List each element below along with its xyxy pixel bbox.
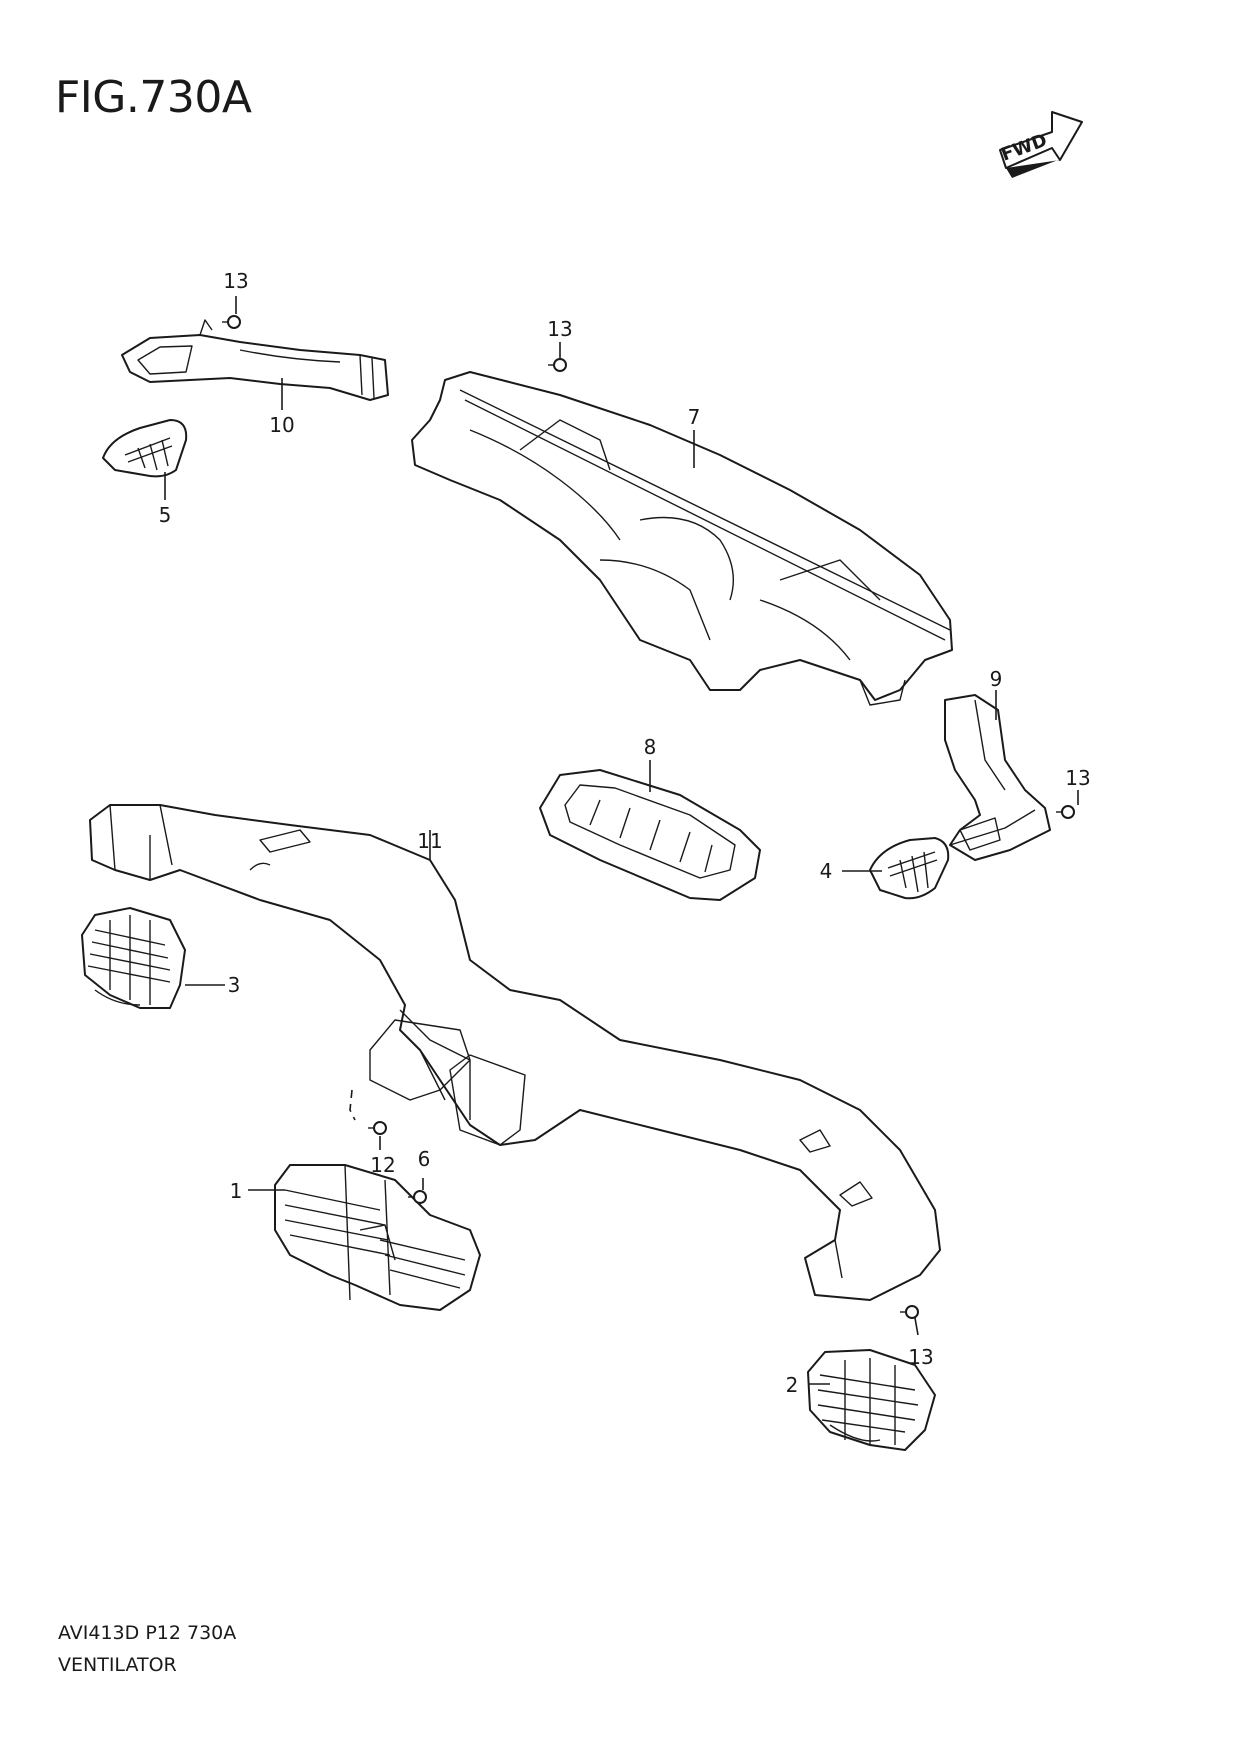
callout-10: 10 (269, 413, 294, 437)
fwd-arrow-icon: FWD (998, 111, 1083, 178)
callout-13-bottom-right: 13 (908, 1345, 933, 1369)
callout-2: 2 (786, 1373, 799, 1397)
part-2-side-vent (807, 1349, 936, 1451)
callout-6: 6 (418, 1147, 431, 1171)
leader-lines (164, 296, 1079, 1385)
dashed-link (349, 1089, 356, 1121)
footer-code: AVI413D P12 730A (58, 1622, 237, 1644)
screw-13a-icon (222, 315, 241, 329)
part-4-side-grille (869, 837, 950, 900)
callout-4: 4 (820, 859, 833, 883)
footer-name: VENTILATOR (58, 1654, 177, 1676)
figure-title: FIG.730A (55, 72, 252, 123)
screw-13c-icon (1056, 805, 1075, 819)
callout-12: 12 (370, 1153, 395, 1177)
part-5-side-grille (102, 419, 188, 478)
part-8-center-grille (539, 769, 761, 901)
part-9-side-duct (944, 694, 1051, 861)
part-10-side-duct (121, 319, 389, 401)
callout-13-right: 13 (1065, 766, 1090, 790)
callout-5: 5 (159, 503, 172, 527)
screw-13d-icon (900, 1305, 919, 1319)
callout-13-top-center: 13 (547, 317, 572, 341)
callout-9: 9 (990, 667, 1003, 691)
callout-7: 7 (688, 405, 701, 429)
screw-6-icon (408, 1190, 427, 1204)
callout-11: 11 (417, 829, 442, 853)
callout-13-top-left: 13 (223, 269, 248, 293)
screw-12-icon (368, 1121, 387, 1135)
part-3-side-vent (81, 907, 186, 1009)
callout-3: 3 (228, 973, 241, 997)
part-11-lower-duct (89, 804, 941, 1301)
part-1-center-vent (274, 1164, 481, 1311)
callout-8: 8 (644, 735, 657, 759)
screw-13b-icon (548, 358, 567, 372)
callout-1: 1 (230, 1179, 243, 1203)
part-7-main-duct (411, 371, 953, 706)
